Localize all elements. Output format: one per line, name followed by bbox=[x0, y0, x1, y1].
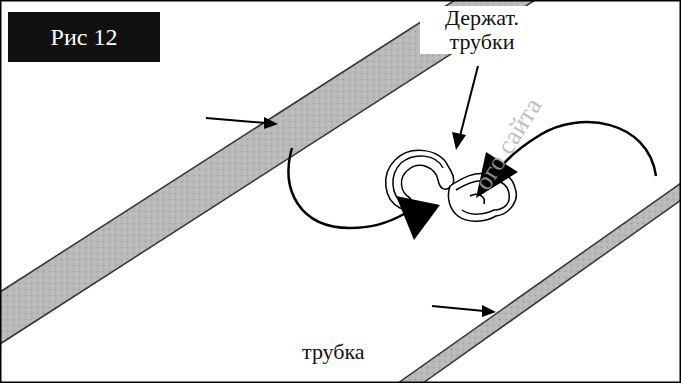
part-label: Держат. трубки bbox=[420, 6, 544, 54]
tube-edge bbox=[0, 0, 455, 292]
part-label: трубка bbox=[300, 340, 367, 364]
leader-arrow bbox=[452, 66, 478, 150]
pointer-arrow bbox=[206, 117, 278, 129]
figure-number-box: Рис 12 bbox=[8, 12, 160, 62]
motion-arrow bbox=[289, 148, 440, 240]
pointer-arrow bbox=[432, 305, 496, 317]
tube-band bbox=[398, 183, 681, 383]
tube-edge bbox=[423, 200, 681, 383]
tube-edge bbox=[398, 183, 681, 383]
figure-number: Рис 12 bbox=[51, 24, 118, 51]
